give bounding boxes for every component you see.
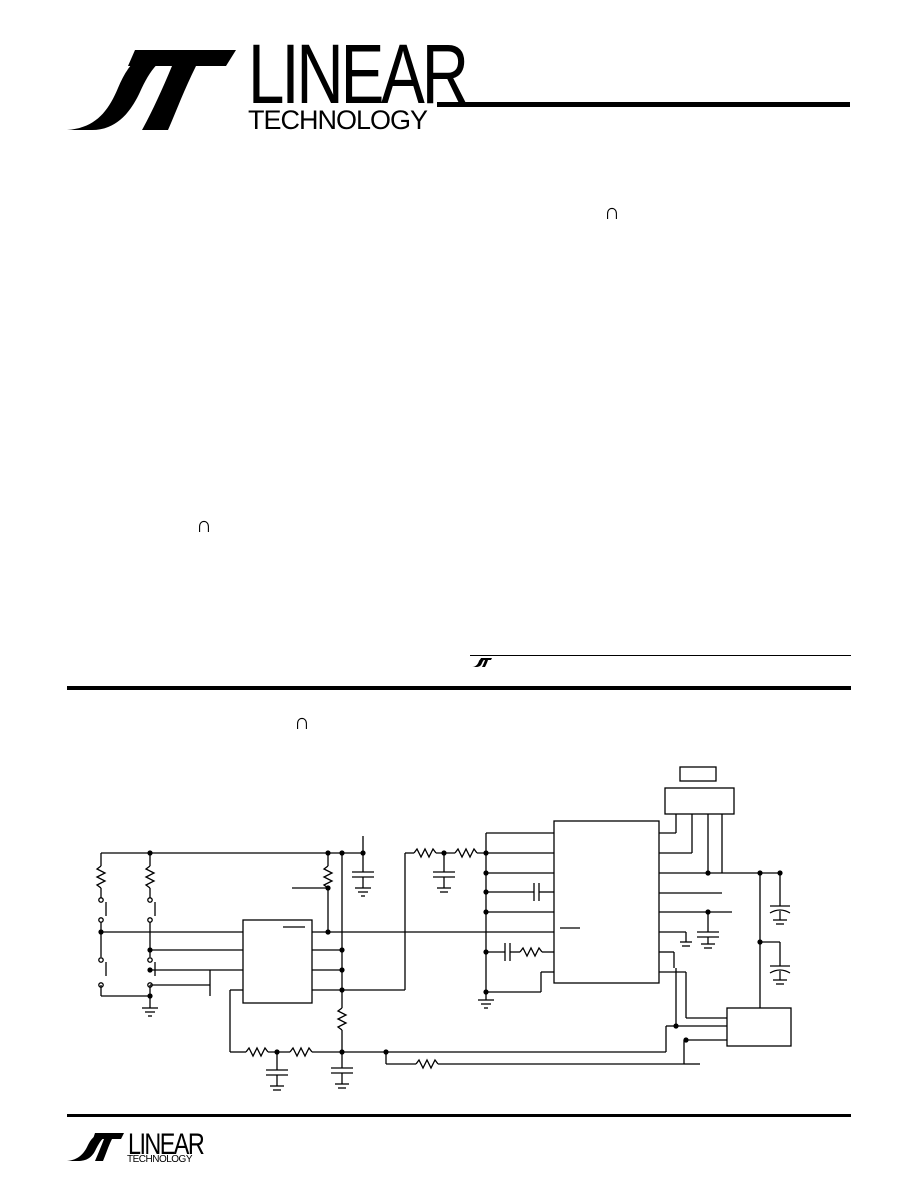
logo-wordmark: LINEAR (248, 27, 469, 121)
footer-logo-subtitle: TECHNOLOGY (127, 1154, 193, 1165)
footer-logo-wordmark: LINEAR (128, 1128, 205, 1161)
trademark-symbol: ∩ (294, 709, 310, 734)
divider-thick-bottom (67, 1114, 851, 1117)
header-rule (437, 102, 850, 107)
trademark-symbol: ∩ (196, 512, 212, 537)
divider-thick (67, 686, 851, 690)
logo-subtitle: TECHNOLOGY (248, 105, 428, 135)
divider-thin (470, 655, 851, 656)
trademark-symbol: ∩ (604, 199, 620, 224)
